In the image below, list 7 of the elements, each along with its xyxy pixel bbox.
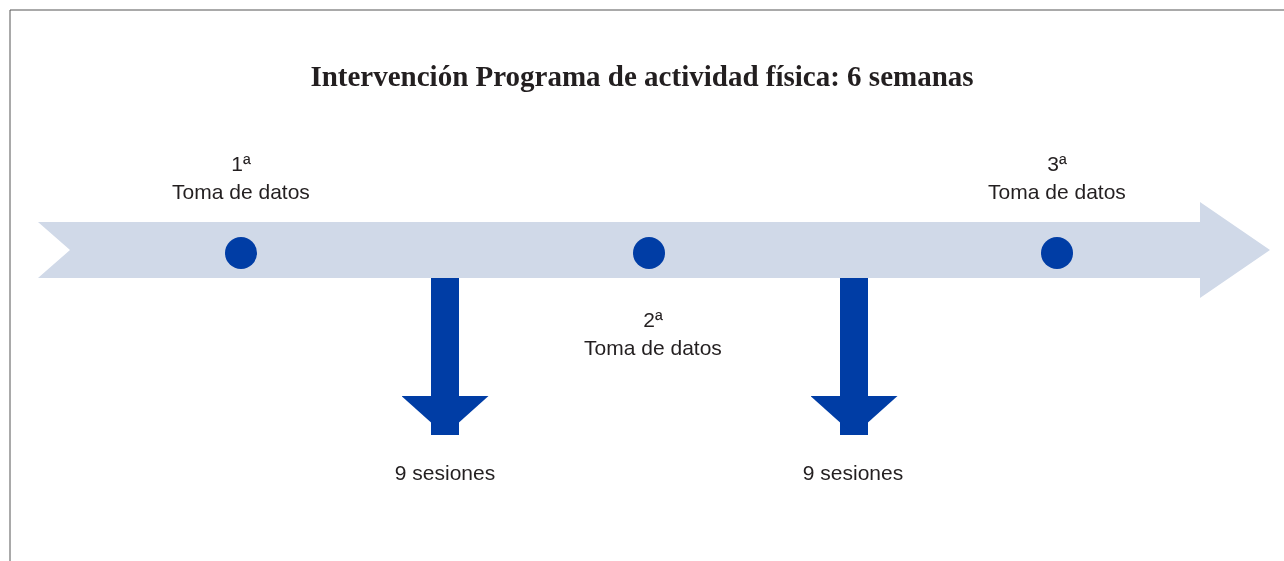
session-label: 9 sesiones [370,437,520,487]
milestone-label: 1ª Toma de datos [171,151,311,205]
milestone-label: 3ª Toma de datos [987,151,1127,205]
session-label: 9 sesiones [778,437,928,487]
diagram-title: Intervención Programa de actividad física: 6 semanas [310,60,974,92]
timeline-arrow [38,202,1270,298]
milestone-label: 2ª Toma de datos [583,307,723,361]
